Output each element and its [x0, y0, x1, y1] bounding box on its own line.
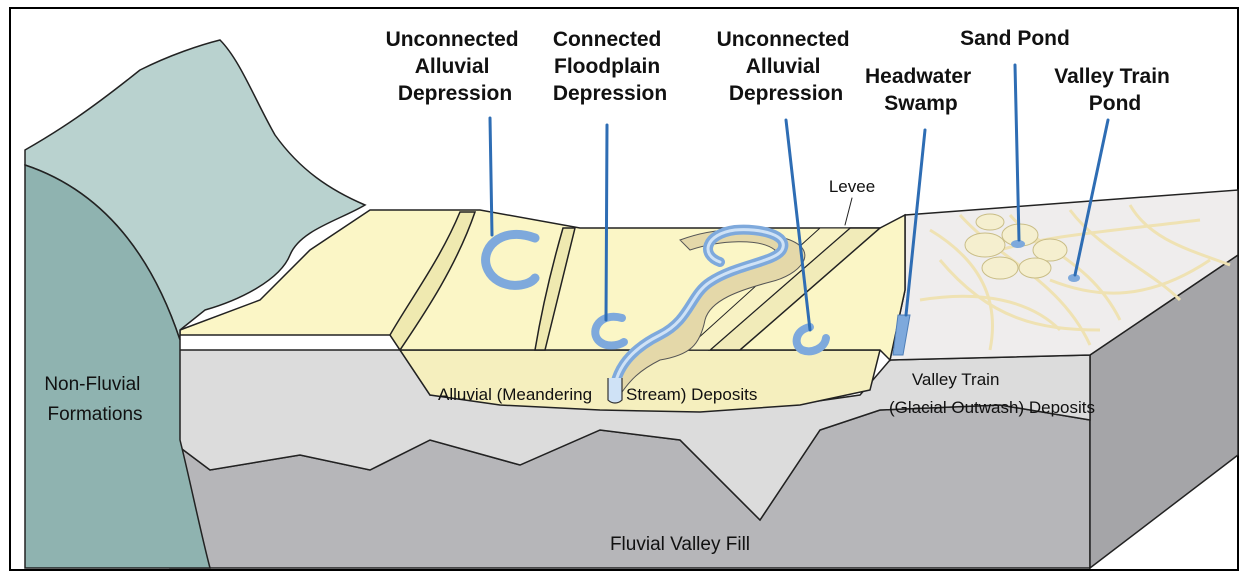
label-line: Alluvial: [415, 55, 490, 78]
label-connected-floodplain: Connected Floodplain Depression: [553, 28, 667, 105]
label-line: Floodplain: [554, 55, 660, 78]
label-line: Stream) Deposits: [626, 385, 757, 404]
label-line: Sand Pond: [960, 27, 1070, 50]
label-line: Alluvial (Meandering: [438, 385, 592, 404]
label-line: Pond: [1089, 92, 1142, 115]
label-line: Alluvial: [746, 55, 821, 78]
label-valley-train-pond: Valley Train Pond: [1054, 65, 1175, 115]
leader-levee: [845, 198, 852, 225]
label-levee: Levee: [829, 177, 875, 196]
label-line: Headwater: [865, 65, 971, 88]
label-line: Valley Train: [912, 370, 1000, 389]
leader-unconnected-left: [490, 118, 492, 235]
label-line: Non-Fluvial: [44, 374, 140, 395]
label-line: Connected: [553, 28, 662, 51]
label-line: (Glacial Outwash) Deposits: [889, 398, 1095, 417]
stream-cut: [608, 378, 622, 403]
label-fluvial-valley-fill: Fluvial Valley Fill: [610, 534, 750, 555]
label-line: Unconnected: [717, 28, 850, 51]
label-line: Swamp: [884, 92, 958, 115]
label-headwater-swamp: Headwater Swamp: [865, 65, 977, 115]
label-line: Unconnected: [386, 28, 519, 51]
label-line: Formations: [47, 404, 142, 425]
label-line: Valley Train: [1054, 65, 1170, 88]
leader-connected: [606, 125, 607, 320]
label-unconnected-alluvial-right: Unconnected Alluvial Depression: [717, 28, 856, 105]
sand-pond-water: [1011, 240, 1025, 248]
label-sand-pond: Sand Pond: [960, 27, 1070, 50]
label-line: Depression: [729, 82, 843, 105]
label-line: Depression: [398, 82, 512, 105]
label-unconnected-alluvial-left: Unconnected Alluvial Depression: [386, 28, 525, 105]
label-line: Depression: [553, 82, 667, 105]
